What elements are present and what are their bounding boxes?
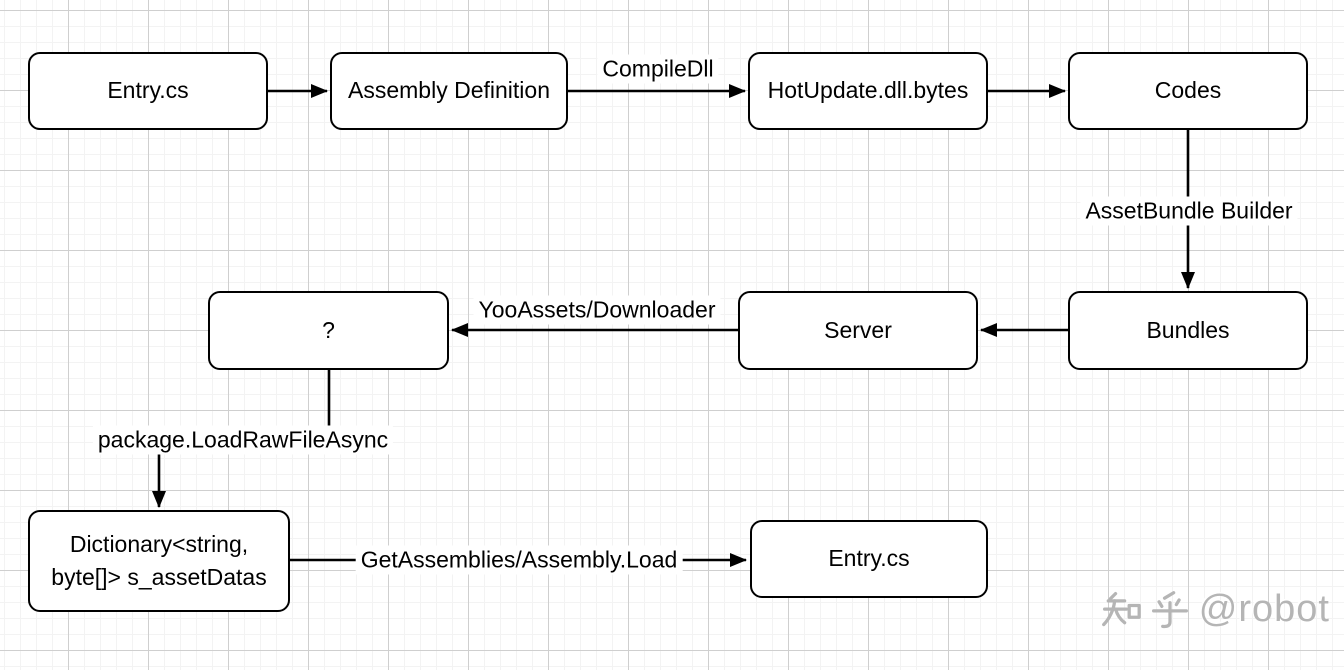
zhihu-watermark: @robot bbox=[1101, 588, 1330, 631]
edge-label-yooassets-downloader: YooAssets/Downloader bbox=[473, 295, 721, 325]
node-label: Assembly Definition bbox=[348, 77, 550, 104]
node-question-mark: ? bbox=[208, 291, 449, 370]
edge-label-assetbundle-builder: AssetBundle Builder bbox=[1080, 196, 1298, 226]
edge-label-compiledll: CompileDll bbox=[597, 54, 719, 84]
zhihu-char-zhi-icon bbox=[1101, 591, 1141, 626]
node-server: Server bbox=[738, 291, 978, 370]
node-label: ? bbox=[322, 316, 335, 343]
node-entry-bottom: Entry.cs bbox=[750, 520, 988, 598]
node-assembly-definition: Assembly Definition bbox=[330, 52, 568, 130]
zhihu-char-hu-icon bbox=[1151, 590, 1188, 628]
node-label: Entry.cs bbox=[107, 77, 189, 104]
watermark-handle: @robot bbox=[1198, 588, 1330, 630]
node-codes: Codes bbox=[1068, 52, 1308, 130]
node-dictionary: Dictionary<string, byte[]> s_assetDatas bbox=[28, 510, 290, 612]
node-hotupdate-dll-bytes: HotUpdate.dll.bytes bbox=[748, 52, 988, 130]
node-label: HotUpdate.dll.bytes bbox=[767, 77, 969, 104]
node-label: Codes bbox=[1154, 77, 1222, 104]
node-label-line1: Dictionary<string, bbox=[69, 530, 249, 557]
node-label: Server bbox=[824, 316, 892, 343]
edge-label-package-loadrawfileasync: package.LoadRawFileAsync bbox=[92, 425, 394, 455]
node-label-line2: byte[]> s_assetDatas bbox=[51, 564, 267, 590]
node-entry-top: Entry.cs bbox=[28, 52, 268, 130]
node-label: Entry.cs bbox=[828, 545, 910, 572]
node-label: Bundles bbox=[1146, 316, 1230, 343]
edge-label-getassemblies-assembly-load: GetAssemblies/Assembly.Load bbox=[355, 545, 683, 575]
node-bundles: Bundles bbox=[1068, 291, 1308, 370]
